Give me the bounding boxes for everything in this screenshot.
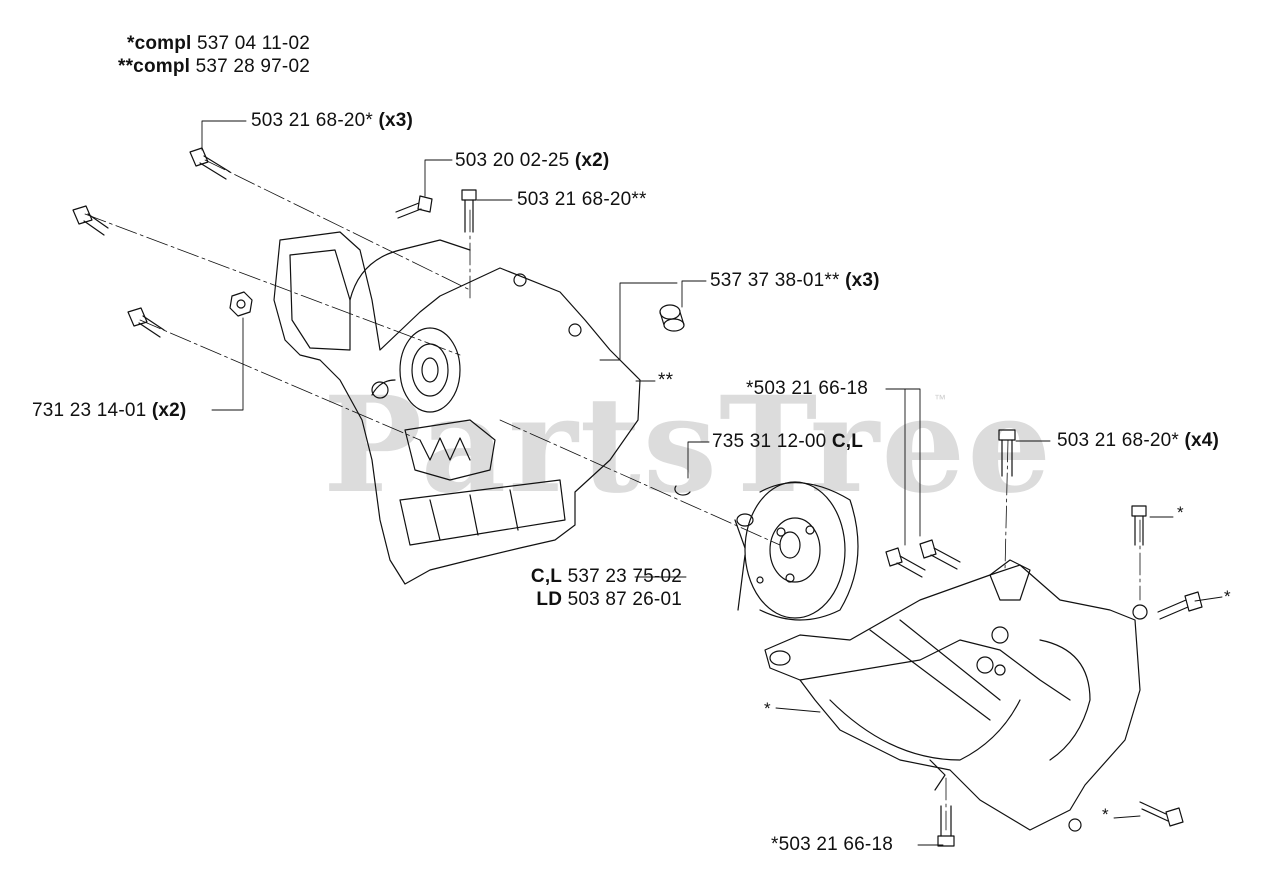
bolt-bottom-right-icon [1139, 801, 1184, 827]
part-number: 503 21 68-20* [1057, 430, 1179, 451]
callout-bolt-e[interactable]: 503 21 68-20* (x4) [1057, 430, 1219, 452]
legend-prefix: *compl [126, 33, 192, 54]
callout-star-3[interactable]: * [764, 699, 771, 718]
part-qty: (x3) [845, 270, 880, 291]
trademark-mark: ™ [934, 392, 946, 406]
bolt-left-upper-icon [189, 147, 231, 180]
callout-sleeve[interactable]: 537 37 38-01** (x3) [710, 270, 880, 292]
part-qty: (x3) [378, 110, 414, 131]
screw-right-side-icon [1131, 505, 1147, 546]
part-number: 503 21 68-20** [517, 189, 647, 210]
left-housing-icon [273, 231, 641, 585]
bolt-top-vertical-icon [461, 189, 477, 233]
bolt-right-horizontal-icon [1157, 591, 1203, 620]
callout-star-2[interactable]: * [1224, 587, 1231, 606]
nut-icon [229, 291, 253, 317]
part-number: *503 21 66-18 [746, 378, 868, 399]
legend-number: 537 28 97-02 [195, 56, 310, 77]
bolt-left-lower-icon [127, 307, 165, 338]
callout-star-1[interactable]: * [1177, 503, 1184, 522]
part-number: 735 31 12-00 [712, 431, 827, 452]
callout-screw-d[interactable]: *503 21 66-18 [746, 378, 868, 400]
legend-line-2: **compl 537 28 97-02 [82, 56, 310, 78]
clutch-drum-icon [734, 481, 859, 621]
part-number: 731 23 14-01 [32, 400, 147, 421]
part-code: LD [536, 589, 563, 610]
legend-line-1: *compl 537 04 11-02 [92, 33, 310, 55]
sleeve-icon [659, 304, 685, 332]
bolt-left-middle-icon [72, 205, 109, 236]
part-number: 503 20 02-25 [455, 150, 570, 171]
right-housing-icon [764, 559, 1148, 832]
callout-drum-cl[interactable]: C,L 537 23 75-02 [480, 566, 682, 588]
callout-star-4[interactable]: * [1102, 805, 1109, 824]
axis-lines [84, 159, 1141, 831]
callout-bolt-c[interactable]: 503 21 68-20** [517, 189, 647, 211]
leader-lines [201, 120, 1223, 846]
bolt-top-angled-icon [395, 195, 433, 219]
part-qty: (x4) [1184, 430, 1220, 451]
part-number: ** [658, 370, 674, 391]
bolt-right-pair-icon [885, 539, 961, 578]
callout-ring[interactable]: 735 31 12-00 C,L [712, 431, 863, 453]
bolt-right-vertical-icon [998, 429, 1016, 477]
part-code: C,L [831, 431, 864, 452]
callout-bolt-b[interactable]: 503 20 02-25 (x2) [455, 150, 609, 172]
retaining-ring-icon [674, 485, 691, 496]
part-number: 537 37 38-01** [710, 270, 840, 291]
callout-bolt-a[interactable]: 503 21 68-20* (x3) [251, 110, 413, 132]
legend-number: 537 04 11-02 [197, 33, 310, 54]
callout-screw-f[interactable]: *503 21 66-18 [771, 834, 893, 856]
part-number: *503 21 66-18 [771, 834, 893, 855]
callout-nut[interactable]: 731 23 14-01 (x2) [32, 400, 186, 422]
part-qty: (x2) [574, 150, 610, 171]
callout-housing-mark[interactable]: ** [658, 370, 673, 392]
parts-tree-watermark: PartsTree [323, 368, 1054, 523]
part-number: 503 21 68-20* [251, 110, 373, 131]
callout-drum-ld[interactable]: LD 503 87 26-01 [480, 589, 682, 611]
part-number: 503 87 26-01 [567, 589, 682, 610]
legend-prefix: **compl [117, 56, 191, 77]
screw-bottom-icon [937, 805, 955, 847]
part-number: 537 23 75-02 [567, 566, 682, 587]
part-qty: (x2) [151, 400, 187, 421]
part-code: C,L [530, 566, 563, 587]
